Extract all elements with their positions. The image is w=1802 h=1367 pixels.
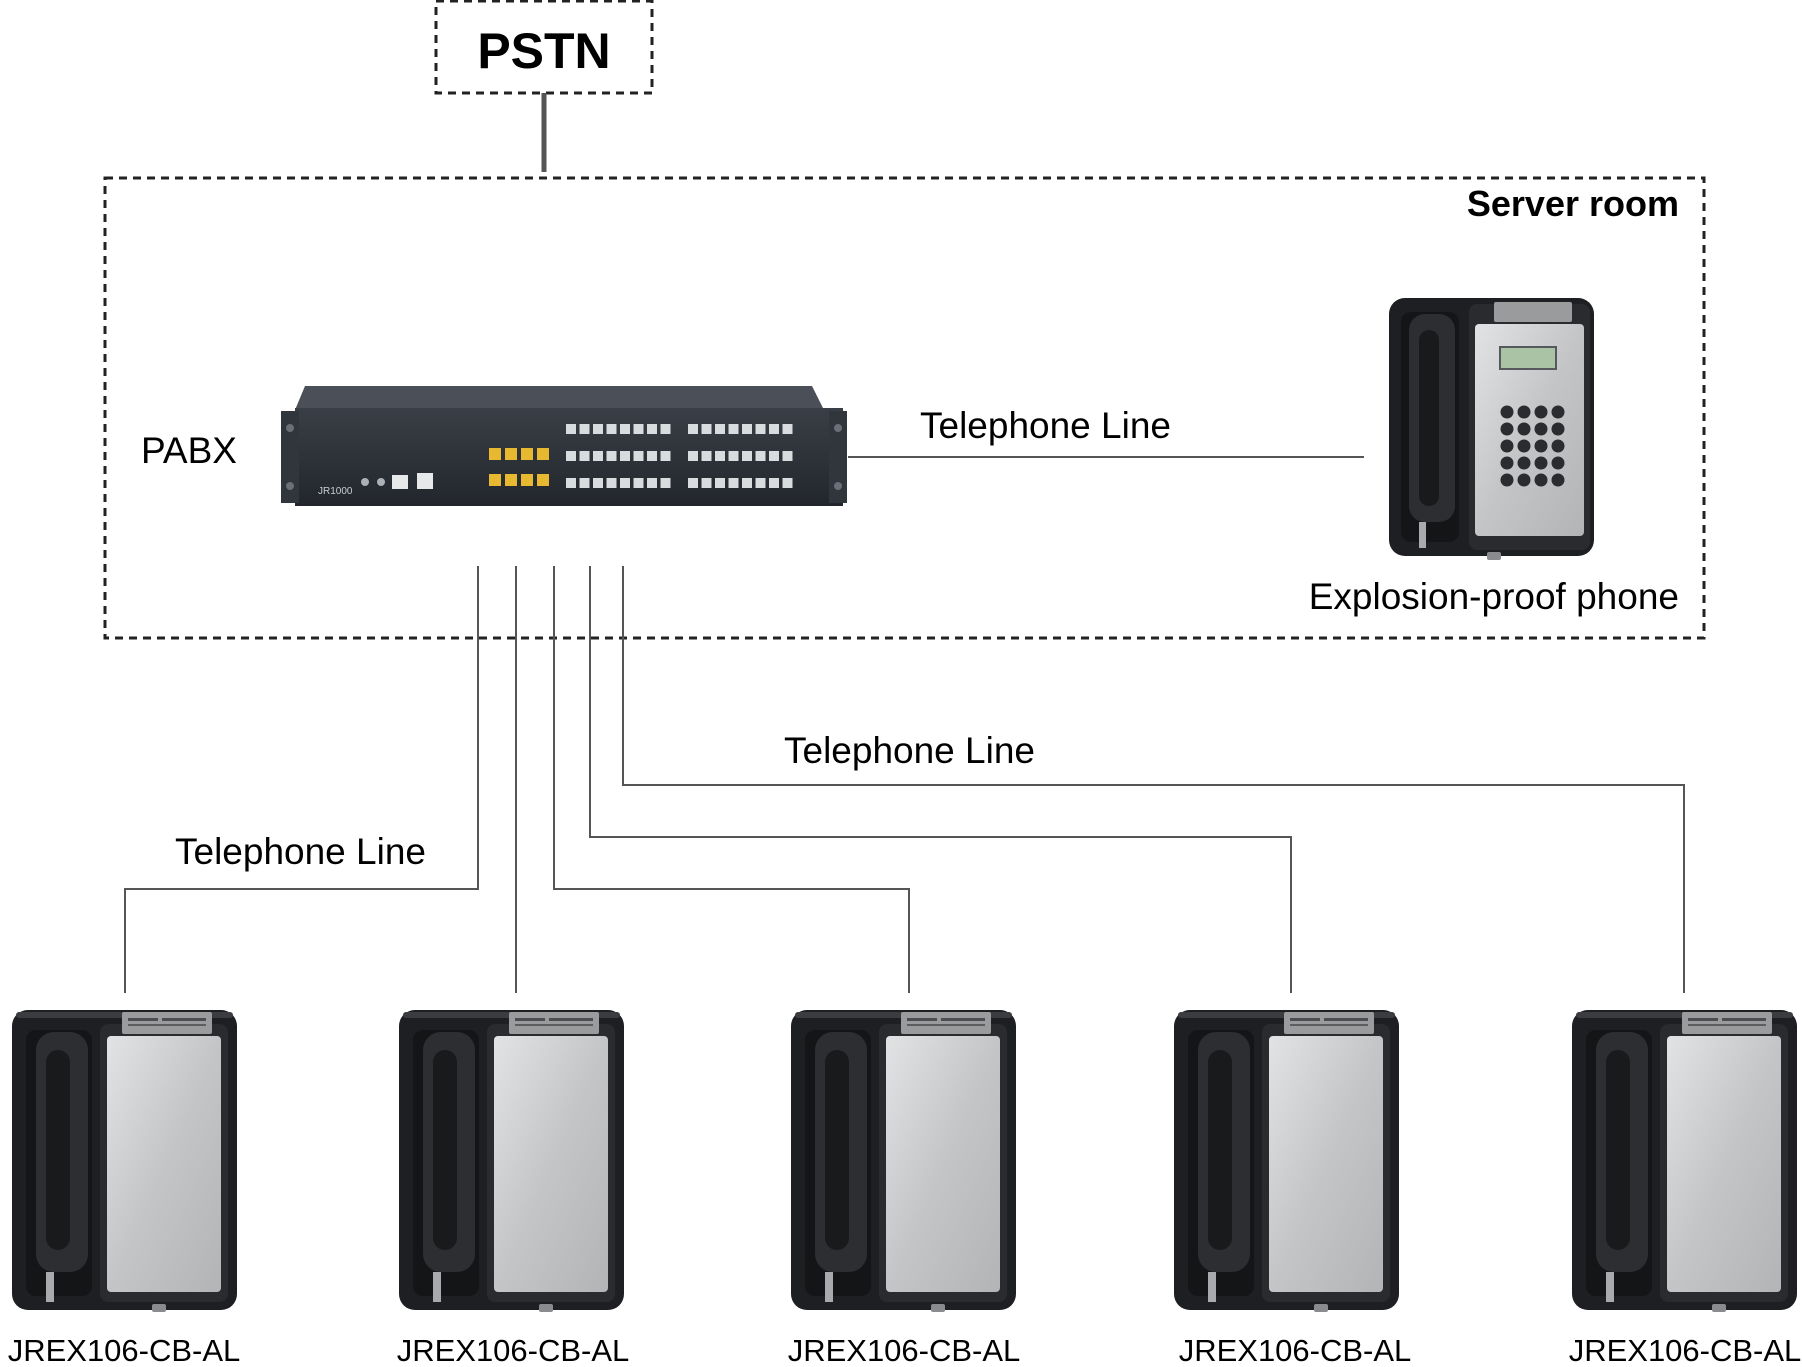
- server-room-label: Server room: [1466, 183, 1679, 224]
- pabx-port: [701, 424, 712, 434]
- pstn-label: PSTN: [477, 23, 611, 79]
- keypad-button: [1551, 405, 1565, 419]
- pabx-port: [728, 424, 739, 434]
- pabx-port: [688, 451, 698, 461]
- pabx-port: [566, 424, 576, 434]
- pabx-device: JR1000: [281, 386, 847, 506]
- pabx-port: [633, 478, 644, 488]
- keypad-button: [1534, 422, 1548, 436]
- pabx-port: [782, 451, 793, 461]
- keypad-button: [1517, 473, 1531, 487]
- keypad-button: [1551, 439, 1565, 453]
- pabx-port: [688, 478, 698, 488]
- pabx-port: [660, 424, 671, 434]
- keypad-button: [1551, 473, 1565, 487]
- pabx-port: [742, 478, 752, 488]
- pabx-port: [606, 478, 617, 488]
- server-room-boundary: [103, 176, 1706, 640]
- pabx-model-text: JR1000: [318, 486, 353, 497]
- pabx-port: [633, 451, 644, 461]
- pabx-port: [579, 451, 590, 461]
- keypad-button: [1534, 456, 1548, 470]
- pabx-port: [742, 424, 752, 434]
- pabx-port: [620, 424, 630, 434]
- pabx-port: [701, 478, 712, 488]
- pabx-port: [593, 424, 603, 434]
- line-to-phone-4: [589, 566, 1292, 993]
- pabx-port: [688, 424, 698, 434]
- pabx-port: [715, 424, 725, 434]
- phone-1-device: [12, 1010, 237, 1312]
- keypad-button: [1534, 405, 1548, 419]
- pabx-port: [647, 478, 657, 488]
- pabx-port: [579, 424, 590, 434]
- telephone-line-label: Telephone Line: [920, 405, 1171, 446]
- phone-label-1: JREX106-CB-AL: [7, 1333, 241, 1367]
- pabx-label: PABX: [141, 430, 237, 471]
- telephone-line-label: Telephone Line: [784, 730, 1035, 771]
- phone-5-device: [1572, 1010, 1797, 1312]
- pabx-port: [769, 424, 779, 434]
- pabx-port: [620, 451, 630, 461]
- pabx-port: [782, 478, 793, 488]
- pabx-port: [566, 451, 576, 461]
- keypad-button: [1500, 405, 1514, 419]
- pabx-port: [728, 478, 739, 488]
- pabx-port: [593, 451, 603, 461]
- keypad-button: [1517, 422, 1531, 436]
- pabx-port: [606, 451, 617, 461]
- pabx-port: [701, 451, 712, 461]
- pabx-port: [782, 424, 793, 434]
- pabx-port: [755, 451, 766, 461]
- keypad-button: [1517, 405, 1531, 419]
- keypad-button: [1500, 422, 1514, 436]
- keypad-button: [1500, 456, 1514, 470]
- keypad-button: [1517, 456, 1531, 470]
- keypad-button: [1517, 439, 1531, 453]
- telephone-line-label: Telephone Line: [175, 831, 426, 872]
- keypad-button: [1500, 439, 1514, 453]
- pabx-port: [566, 478, 576, 488]
- pabx-port: [728, 451, 739, 461]
- pabx-port: [606, 424, 617, 434]
- pabx-port: [633, 424, 644, 434]
- phone-3-device: [791, 1010, 1016, 1312]
- explosion-proof-phone-label: Explosion-proof phone: [1308, 576, 1679, 617]
- pabx-port: [755, 424, 766, 434]
- explosion-proof-phone-device: [1389, 298, 1594, 560]
- pabx-port: [742, 451, 752, 461]
- line-to-phone-1: [124, 566, 479, 993]
- phone-label-4: JREX106-CB-AL: [1178, 1333, 1412, 1367]
- phone-4-device: [1174, 1010, 1399, 1312]
- pabx-port: [715, 451, 725, 461]
- pabx-port: [647, 424, 657, 434]
- pabx-port: [755, 478, 766, 488]
- keypad-button: [1551, 422, 1565, 436]
- pabx-port: [620, 478, 630, 488]
- keypad-button: [1500, 473, 1514, 487]
- line-to-phone-5: [622, 566, 1685, 993]
- pabx-port: [769, 478, 779, 488]
- keypad-button: [1534, 473, 1548, 487]
- pabx-port: [660, 478, 671, 488]
- pabx-port: [647, 451, 657, 461]
- pabx-port: [593, 478, 603, 488]
- pabx-port: [579, 478, 590, 488]
- pabx-port: [660, 451, 671, 461]
- pabx-port: [769, 451, 779, 461]
- keypad-button: [1534, 439, 1548, 453]
- pabx-port: [715, 478, 725, 488]
- keypad-button: [1551, 456, 1565, 470]
- phone-label-5: JREX106-CB-AL: [1568, 1333, 1802, 1367]
- line-to-phone-3: [553, 566, 910, 993]
- phone-2-device: [399, 1010, 624, 1312]
- phone-label-3: JREX106-CB-AL: [787, 1333, 1021, 1367]
- phone-label-2: JREX106-CB-AL: [396, 1333, 630, 1367]
